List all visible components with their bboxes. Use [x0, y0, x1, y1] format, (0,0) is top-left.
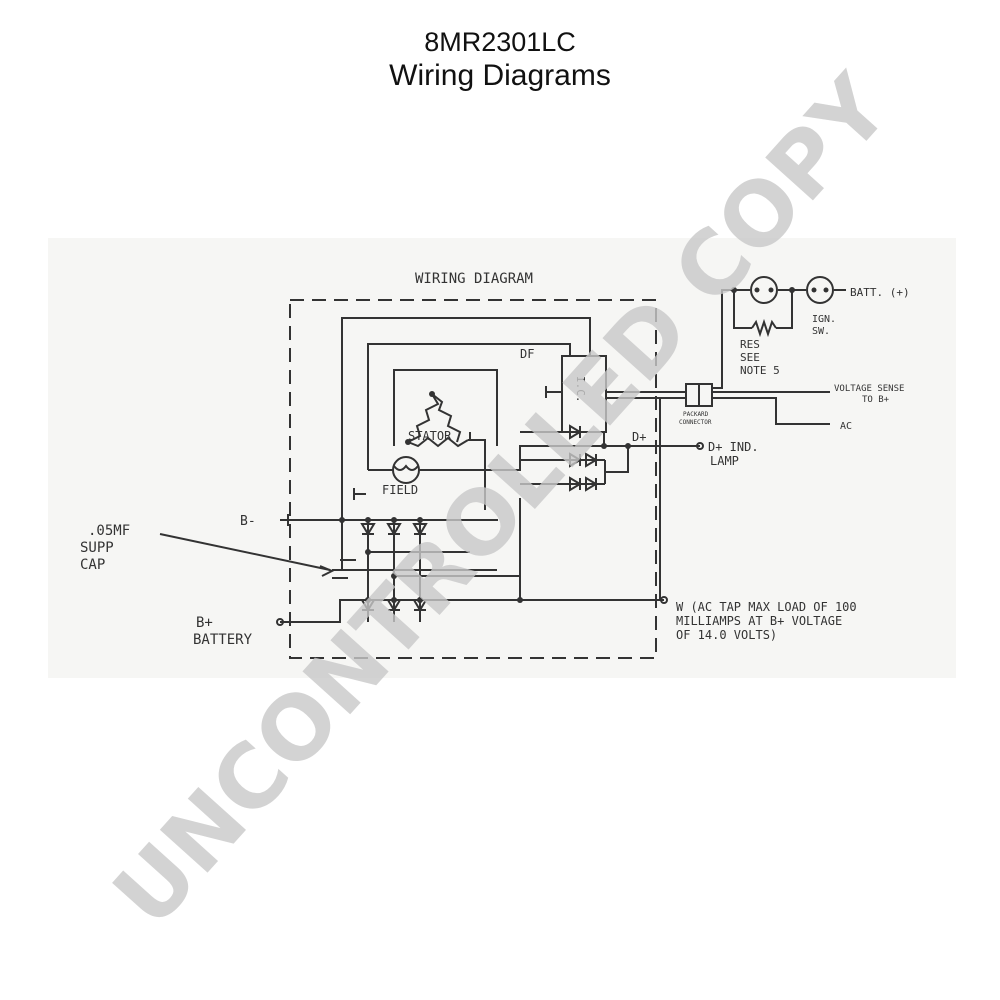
b-minus-label: B-: [240, 514, 256, 529]
model-number: 8MR2301LC: [424, 27, 576, 57]
inner-frame: [393, 369, 498, 446]
supp-cap-plates: [332, 569, 348, 579]
indicator-bulb: [750, 276, 778, 304]
d-plus-bus: [603, 432, 700, 473]
supp-cap-line-2: SUPP: [80, 540, 114, 556]
ic-ground-symbol: [545, 386, 562, 398]
b-plus-label: B+: [196, 615, 213, 631]
df-label: DF: [520, 347, 534, 361]
positive-diodes: [360, 599, 428, 612]
supp-cap-line-3: CAP: [80, 557, 105, 573]
w-terminal-wiring: [659, 397, 686, 600]
rectifier-columns: [367, 520, 421, 622]
field-ground: [353, 488, 366, 500]
res-note-line-3: NOTE 5: [740, 364, 780, 377]
diode-trio-wiring: [520, 431, 606, 485]
page-header: 8MR2301LC Wiring Diagrams: [0, 26, 1000, 94]
negative-diodes: [360, 523, 428, 536]
d-lamp-line-1: D+ IND.: [708, 440, 759, 454]
b-plus-terminal: [276, 618, 284, 626]
res-note-line-2: SEE: [740, 351, 760, 364]
d-plus-label: D+: [632, 430, 646, 444]
voltage-sense-line-2: TO B+: [862, 395, 890, 405]
diode-trio: [569, 424, 582, 492]
d-plus-terminal: [696, 442, 704, 450]
field-wiring: [368, 445, 604, 471]
ignition-switch: [806, 276, 834, 304]
housing-outline: [289, 299, 657, 659]
junction-dots: [339, 287, 829, 603]
w-terminal: [660, 596, 668, 604]
stator-lead: [468, 432, 486, 510]
supp-cap-arrow: [319, 565, 335, 577]
ic-label: I.C.: [574, 376, 587, 403]
b-minus-bus: [280, 514, 498, 526]
w-note-line-1: W (AC TAP MAX LOAD OF 100: [676, 600, 857, 614]
stator-coil-right: [431, 393, 462, 443]
w-note-line-2: MILLIAMPS AT B+ VOLTAGE: [676, 614, 842, 628]
stator-coil-bottom: [407, 436, 469, 448]
d-lamp-line-2: LAMP: [710, 454, 739, 468]
packard-label-line-1: PACKARD: [683, 411, 709, 418]
watermark-text: UNCONTROLLED COPY: [93, 55, 909, 946]
b-plus-bus: [280, 599, 664, 623]
ign-sw-line-1: IGN.: [812, 314, 836, 325]
ign-sw-line-2: SW.: [812, 326, 830, 337]
diagram-panel: [48, 238, 956, 678]
field-label: FIELD: [382, 483, 418, 497]
stator-label: STATOR: [408, 429, 452, 443]
page-subtitle: Wiring Diagrams: [389, 59, 611, 92]
wiring-lines: [159, 276, 846, 659]
w-note-line-3: OF 14.0 VOLTS): [676, 628, 777, 642]
supp-cap-line-1: .05MF: [88, 523, 130, 539]
battery-label: BATTERY: [193, 632, 253, 648]
stator-coil-left: [407, 393, 440, 443]
connector-wiring: [606, 391, 830, 425]
supp-cap-leader: [159, 533, 331, 571]
diagram-heading: WIRING DIAGRAM: [415, 271, 533, 287]
diode-trio-b: [585, 452, 598, 492]
ac-label: AC: [840, 421, 852, 432]
packard-label-line-2: CONNECTOR: [679, 419, 712, 426]
ic-regulator-box: [561, 355, 607, 433]
voltage-sense-line-1: VOLTAGE SENSE: [834, 384, 904, 394]
batt-label: BATT. (+): [850, 286, 910, 299]
res-note-line-1: RES: [740, 338, 760, 351]
resistor: [751, 318, 777, 338]
rectifier-ties: [340, 551, 470, 577]
